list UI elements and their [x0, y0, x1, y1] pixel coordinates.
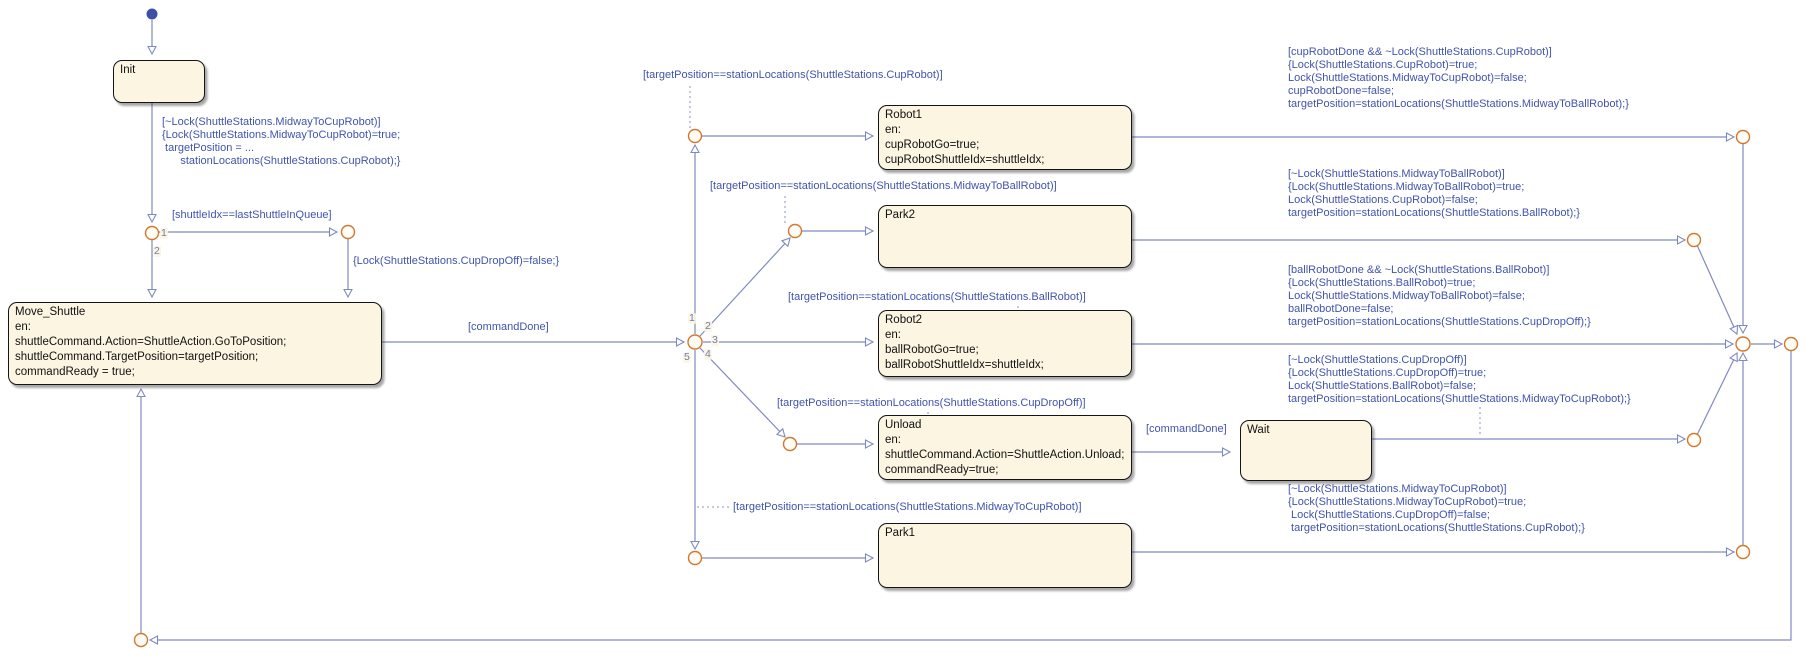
state-unload[interactable]: Unload en: shuttleCommand.Action=Shuttle… — [878, 415, 1132, 480]
transition-wait-diag[interactable] — [1696, 351, 1738, 436]
state-robot2-body: en: ballRobotGo=true; ballRobotShuttleId… — [885, 329, 1044, 371]
junction-final[interactable] — [1783, 336, 1799, 352]
branch-number-center-5: 5 — [683, 351, 691, 363]
branch-number-center-3: 3 — [711, 334, 719, 346]
junction-center[interactable] — [687, 334, 703, 350]
junction-bottom-right[interactable] — [1735, 544, 1751, 560]
label-init-transition[interactable]: [~Lock(ShuttleStations.MidwayToCupRobot)… — [162, 116, 401, 167]
state-robot1-body: en: cupRobotGo=true; cupRobotShuttleIdx=… — [885, 124, 1045, 166]
state-init-name: Init — [120, 64, 136, 76]
state-park1-name: Park1 — [885, 527, 916, 539]
junction-unload-entry[interactable] — [782, 436, 798, 452]
branch-number-left-2: 2 — [153, 245, 161, 257]
junction-left-1[interactable] — [144, 225, 160, 241]
label-commanddone-unload[interactable]: [commandDone] — [1146, 423, 1227, 435]
initial-state-dot[interactable] — [146, 8, 158, 20]
junction-left-2[interactable] — [340, 224, 356, 240]
junction-main-right[interactable] — [1735, 336, 1751, 352]
label-shuttleidx-guard[interactable]: [shuttleIdx==lastShuttleInQueue] — [172, 209, 332, 221]
state-robot1-name: Robot1 — [885, 109, 923, 121]
state-init[interactable]: Init — [113, 60, 205, 103]
label-act-midwaycup[interactable]: [~Lock(ShuttleStations.MidwayToCupRobot)… — [1288, 483, 1585, 534]
state-robot2-name: Robot2 — [885, 314, 923, 326]
branch-number-left-1: 1 — [160, 227, 168, 239]
label-act-midwayball[interactable]: [~Lock(ShuttleStations.MidwayToBallRobot… — [1288, 168, 1580, 219]
branch-number-center-1: 1 — [688, 312, 696, 324]
label-cond-cupdropoff[interactable]: [targetPosition==stationLocations(Shuttl… — [777, 397, 1086, 409]
junction-wait-exit[interactable] — [1686, 432, 1702, 448]
state-unload-name: Unload — [885, 419, 922, 431]
junction-park2-exit[interactable] — [1686, 232, 1702, 248]
state-unload-body: en: shuttleCommand.Action=ShuttleAction.… — [885, 434, 1125, 476]
label-cond-ballrobot[interactable]: [targetPosition==stationLocations(Shuttl… — [788, 291, 1086, 303]
transition-center-branch4[interactable] — [699, 347, 786, 438]
branch-number-center-2: 2 — [704, 320, 712, 332]
transition-center-branch2[interactable] — [699, 237, 791, 337]
state-park2-name: Park2 — [885, 209, 916, 221]
state-park2[interactable]: Park2 — [878, 205, 1132, 268]
label-cupdropoff-unlock[interactable]: {Lock(ShuttleStations.CupDropOff)=false;… — [353, 255, 560, 267]
label-cond-midwayball[interactable]: [targetPosition==stationLocations(Shuttl… — [710, 180, 1057, 192]
state-park1[interactable]: Park1 — [878, 523, 1132, 588]
label-act-cuprobotdone[interactable]: [cupRobotDone && ~Lock(ShuttleStations.C… — [1288, 46, 1629, 110]
state-move-shuttle-name: Move_Shuttle — [15, 306, 86, 318]
label-cond-cuprobot[interactable]: [targetPosition==stationLocations(Shuttl… — [643, 69, 943, 81]
state-wait-name: Wait — [1247, 424, 1270, 436]
junction-top-right[interactable] — [1735, 129, 1751, 145]
label-cond-midwaycup[interactable]: [targetPosition==stationLocations(Shuttl… — [733, 501, 1082, 513]
state-wait[interactable]: Wait — [1240, 420, 1372, 481]
state-move-shuttle[interactable]: Move_Shuttle en: shuttleCommand.Action=S… — [8, 302, 382, 385]
junction-robot1-entry[interactable] — [687, 128, 703, 144]
transition-park2-diag[interactable] — [1696, 244, 1739, 336]
state-move-shuttle-body: en: shuttleCommand.Action=ShuttleAction.… — [15, 321, 287, 378]
junction-bottom-left[interactable] — [133, 632, 149, 648]
label-act-cupdropoff[interactable]: [~Lock(ShuttleStations.CupDropOff)] {Loc… — [1288, 354, 1631, 405]
state-robot1[interactable]: Robot1 en: cupRobotGo=true; cupRobotShut… — [878, 105, 1132, 170]
junction-park2-entry[interactable] — [787, 223, 803, 239]
junction-park1-entry[interactable] — [687, 550, 703, 566]
transition-return-loop[interactable] — [148, 351, 1792, 645]
branch-number-center-4: 4 — [704, 348, 712, 360]
label-act-ballrobotdone[interactable]: [ballRobotDone && ~Lock(ShuttleStations.… — [1288, 264, 1591, 328]
state-robot2[interactable]: Robot2 en: ballRobotGo=true; ballRobotSh… — [878, 310, 1132, 377]
label-commanddone-main[interactable]: [commandDone] — [468, 321, 549, 333]
